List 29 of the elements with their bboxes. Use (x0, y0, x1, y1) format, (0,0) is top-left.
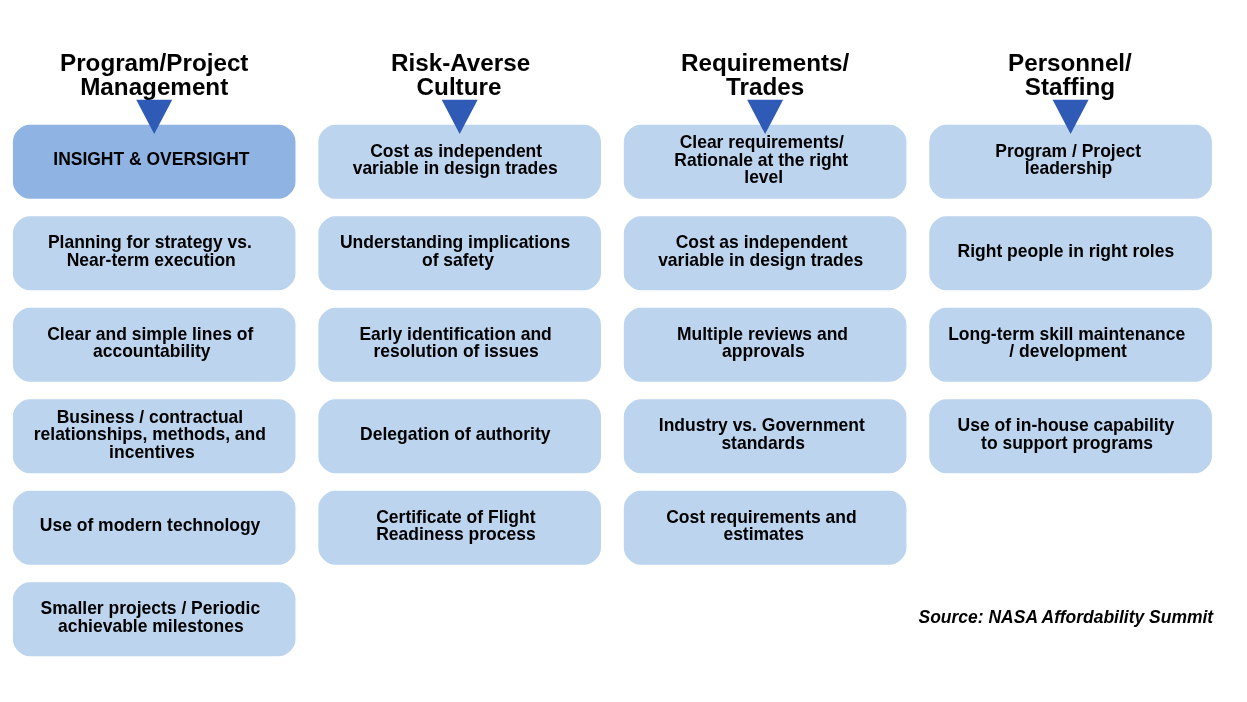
node-box: Use of in-house capability to support programs (929, 398, 1212, 473)
node-box: Use of modern technology (12, 490, 296, 565)
node-box: Program / Project leadership (929, 124, 1212, 199)
node-box: Long-term skill maintenance / development (929, 307, 1212, 382)
node-box: Right people in right roles (929, 215, 1212, 290)
arrow (747, 99, 784, 134)
node-box: Cost as independent variable in design trades (623, 215, 907, 290)
node-box: Delegation of authority (318, 398, 601, 473)
arrow (1052, 99, 1089, 134)
node-box: Clear and simple lines of accountability (12, 307, 296, 382)
node-box: Multiple reviews and approvals (623, 307, 907, 382)
arrow (136, 99, 173, 134)
arrow (441, 99, 478, 134)
node-box: Cost as independent variable in design trades (318, 124, 601, 199)
node-box: Smaller projects / Periodic achievable milestones (12, 581, 296, 656)
node-box: Understanding implications of safety (318, 215, 601, 290)
node-text: Risk-Averse Culture (391, 48, 531, 100)
node-box: Early identification and resolution of issues (318, 307, 601, 382)
node-box: Cost requirements and estimates (623, 490, 907, 565)
node-box: Industry vs. Government standards (623, 398, 907, 473)
label: Source: NASA Affordability Summit (918, 606, 1214, 627)
node-text: Requirements/ Trades (681, 48, 850, 100)
node-box: Planning for strategy vs. Near-term execution (12, 215, 296, 290)
node-text: Program/Project Management (60, 48, 249, 100)
node-box: INSIGHT & OVERSIGHT (12, 124, 296, 199)
node-box: Clear requirements/ Rationale at the right level (623, 124, 907, 199)
node-text: Personnel/ Staffing (1008, 48, 1132, 100)
node-box: Certificate of Flight Readiness process (318, 490, 601, 565)
node-box: Business / contractual relationships, methods, and incentives (12, 398, 296, 473)
